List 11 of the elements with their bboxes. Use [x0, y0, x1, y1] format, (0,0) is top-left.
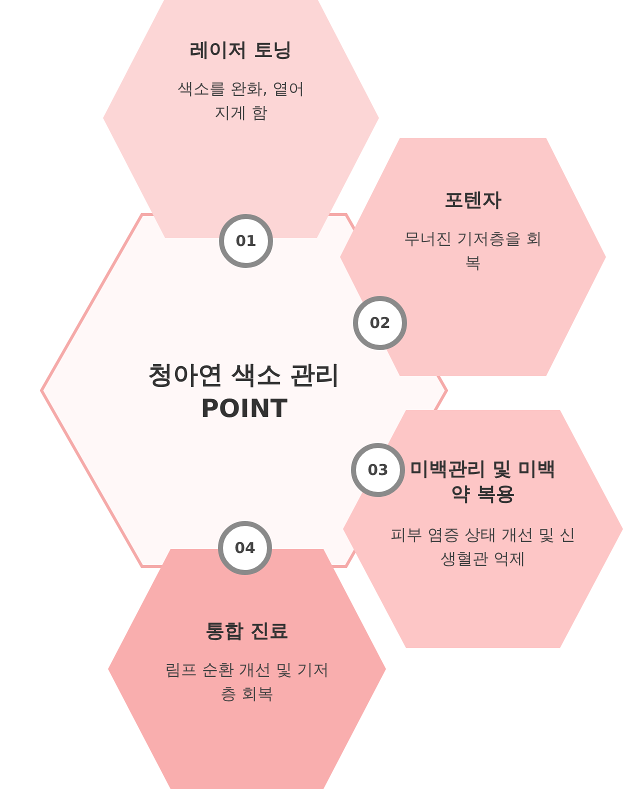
card-title: 레이저 토닝	[189, 38, 293, 63]
hexagon-card	[343, 410, 623, 648]
card-title: 통합 진료	[204, 619, 290, 644]
card-title: 포텐자	[444, 188, 502, 213]
card-title: 미백관리 및 미백 약 복용	[408, 457, 558, 507]
card-description: 무너진 기저층을 회복	[403, 228, 543, 274]
hexagon-card	[340, 138, 606, 376]
card-description: 피부 염증 상태 개선 및 신생혈관 억제	[389, 524, 577, 570]
card-description: 색소를 완화, 옅어지게 함	[176, 78, 306, 124]
center-title: 청아연 색소 관리 POINT	[146, 359, 342, 425]
card-description: 림프 순환 개선 및 기저층 회복	[164, 659, 330, 705]
